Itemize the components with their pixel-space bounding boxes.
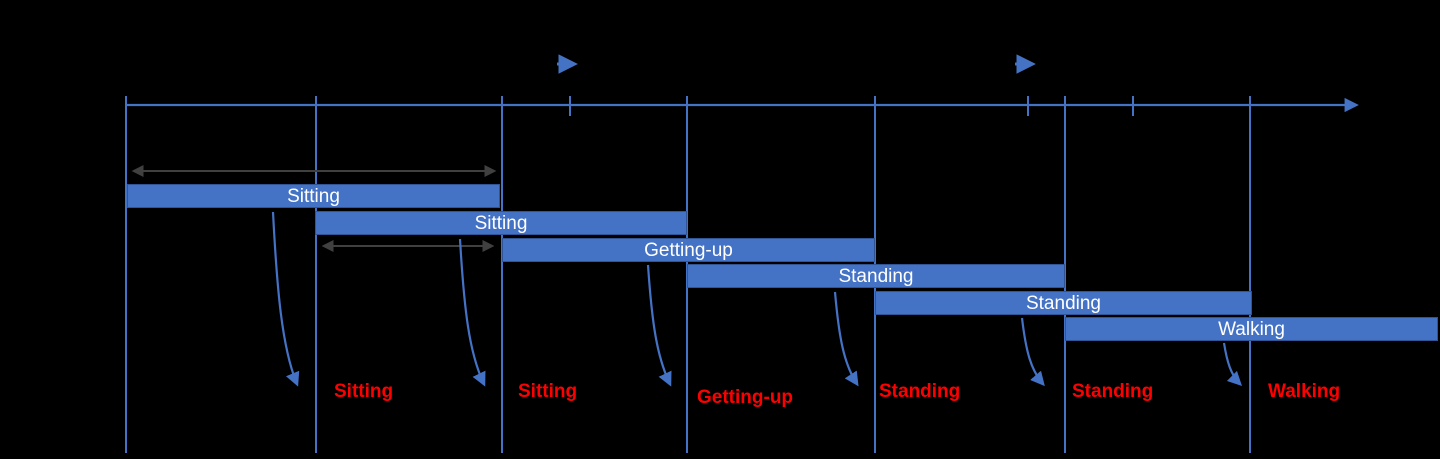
prediction-label: Sitting	[518, 381, 578, 402]
prediction-curve-arrow	[458, 238, 486, 387]
window-bar-label: Walking	[1218, 318, 1285, 340]
window-bar-label: Getting-up	[644, 239, 733, 261]
prediction-label: Getting-up	[697, 387, 794, 408]
prediction-curve-arrow	[833, 291, 859, 387]
window-bar: Getting-up	[502, 238, 875, 262]
prediction-curve-arrow	[646, 264, 672, 387]
window-bar-label: Sitting	[287, 185, 340, 207]
window-bar: Walking	[1065, 317, 1438, 341]
prediction-curve-arrow	[1020, 317, 1045, 387]
window-bar: Sitting	[315, 211, 687, 235]
window-bar-label: Standing	[1025, 292, 1101, 314]
prediction-curve-arrow	[271, 211, 300, 387]
prediction-label: Standing	[1072, 381, 1154, 402]
window-bar: Standing	[687, 264, 1065, 288]
prediction-label: Standing	[879, 381, 961, 402]
prediction-curve-arrow	[1222, 342, 1243, 387]
window-bar: Sitting	[127, 184, 500, 208]
window-bar-label: Standing	[838, 265, 914, 287]
window-bar: Standing	[875, 291, 1252, 315]
prediction-label: Sitting	[334, 381, 394, 402]
prediction-label: Walking	[1268, 381, 1341, 402]
window-bar-label: Sitting	[474, 212, 528, 234]
